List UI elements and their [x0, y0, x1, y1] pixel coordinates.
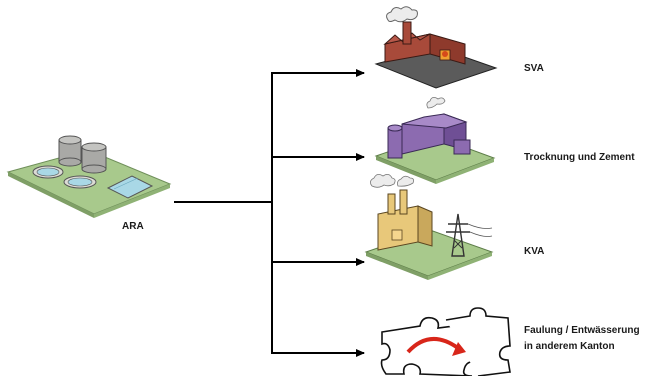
- puzzle-icon: [380, 307, 511, 376]
- destination-label-kva: KVA: [524, 246, 545, 257]
- destination-label-line: in anderem Kanton: [524, 341, 615, 352]
- storage-tank-icon: [81, 142, 107, 174]
- cement-plant-icon: [374, 97, 496, 184]
- wastewater-plant-icon: [6, 135, 172, 218]
- storage-tank-icon: [58, 135, 82, 167]
- destination-label-line: Faulung / Entwässerung: [524, 325, 640, 336]
- destination-label-trocknung: Trocknung und Zement: [524, 152, 635, 163]
- flow-arrows: [174, 69, 365, 357]
- clarifier-basin-icon: [63, 175, 97, 189]
- power-pylon-icon: [446, 213, 493, 257]
- factory-icon: [374, 6, 498, 89]
- destination-label-faulung: Faulung / Entwässerung in anderem Kanton: [524, 323, 640, 355]
- rectangular-basin-icon: [106, 175, 154, 199]
- destination-label-sva: SVA: [524, 63, 544, 74]
- clarifier-basin-icon: [32, 165, 64, 179]
- source-label: ARA: [122, 221, 144, 232]
- incinerator-powerline-icon: [364, 174, 494, 280]
